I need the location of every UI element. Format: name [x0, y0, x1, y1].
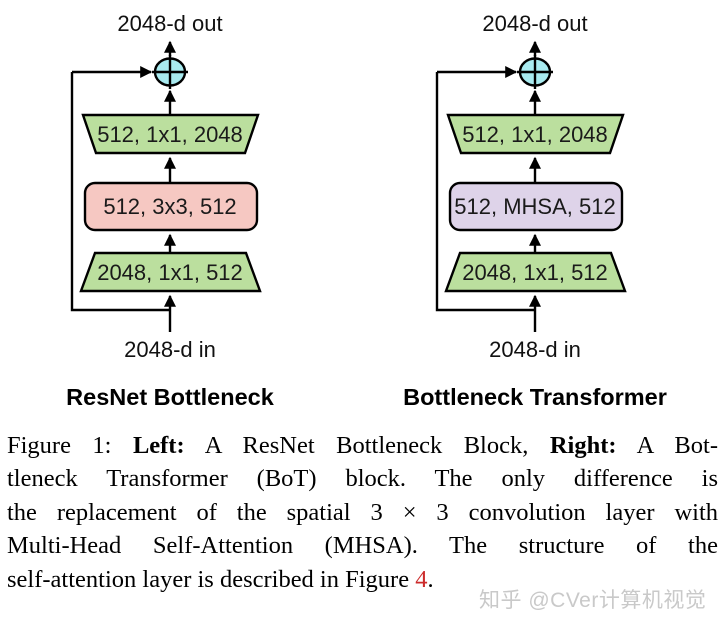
- input-dim-label: 2048-d in: [489, 337, 581, 362]
- conv-1x1-512-block: [444, 251, 627, 293]
- input-dim-label: 2048-d in: [124, 337, 216, 362]
- caption-line-5: self-attention layer is described in Fig…: [7, 563, 718, 596]
- resnet-bottleneck-diagram: 2048-d out 512, 1x1, 2048 512, 3x3, 512 …: [66, 11, 275, 410]
- conv-1x1-2048-block: [446, 113, 625, 155]
- caption-text: A ResNet Bottleneck Block,: [184, 432, 550, 459]
- caption-text: A Bot-: [616, 432, 718, 459]
- conv-1x1-2048-label: 512, 1x1, 2048: [97, 122, 243, 147]
- caption-line-3: the replacement of the spatial 3 × 3 con…: [7, 498, 718, 526]
- bottleneck-transformer-diagram: 2048-d out 512, 1x1, 2048 512, MHSA, 512…: [403, 11, 667, 410]
- output-dim-label: 2048-d out: [117, 11, 222, 36]
- conv-1x1-2048-label: 512, 1x1, 2048: [462, 122, 608, 147]
- figure-4-reference: 4: [415, 565, 428, 593]
- mhsa-block: [448, 181, 624, 232]
- panel-title-resnet: ResNet Bottleneck: [66, 384, 275, 410]
- conv-1x1-512-label: 2048, 1x1, 512: [97, 260, 243, 285]
- caption-text: .: [427, 565, 434, 593]
- zhihu-cver-watermark: 知乎 @CVer计算机视觉: [479, 589, 707, 612]
- conv-1x1-512-label: 2048, 1x1, 512: [462, 260, 608, 285]
- figure-caption: Figure 1: Left: A ResNet Bottleneck Bloc…: [7, 429, 718, 596]
- caption-text: self-attention layer is described in Fig…: [7, 565, 416, 593]
- output-dim-label: 2048-d out: [482, 11, 587, 36]
- conv-1x1-512-block: [79, 251, 262, 293]
- skip-connection-line: [435, 72, 535, 312]
- mhsa-label: 512, MHSA, 512: [454, 194, 615, 219]
- conv-3x3-block: [83, 181, 259, 232]
- caption-line-2: tleneck Transformer (BoT) block. The onl…: [7, 465, 718, 493]
- caption-line-4: Multi-Head Self-Attention (MHSA). The st…: [7, 532, 718, 560]
- caption-bold-right: Right:: [549, 432, 617, 459]
- caption-text: Figure 1:: [7, 432, 133, 459]
- panel-title-bot: Bottleneck Transformer: [403, 384, 667, 410]
- skip-connection-line: [70, 72, 170, 312]
- caption-line-1: Figure 1: Left: A ResNet Bottleneck Bloc…: [7, 429, 718, 462]
- caption-bold-left: Left:: [132, 432, 185, 459]
- conv-3x3-label: 512, 3x3, 512: [103, 194, 236, 219]
- conv-1x1-2048-block: [81, 113, 260, 155]
